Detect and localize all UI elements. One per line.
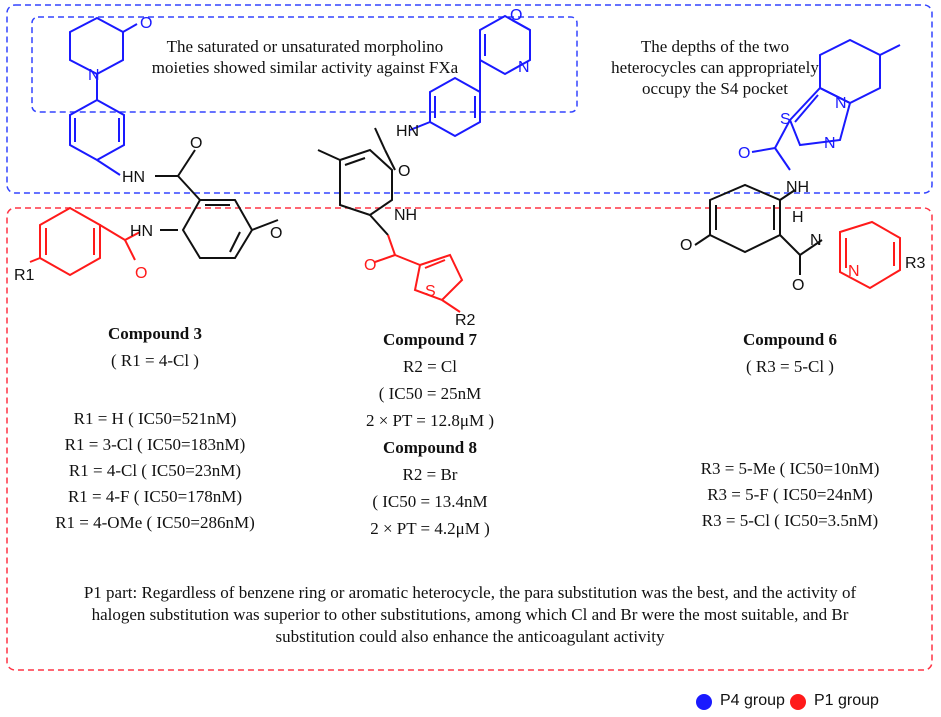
- atom-n: N: [518, 59, 530, 76]
- atom-hn: HN: [396, 123, 419, 140]
- compound3-row: R1 = 4-OMe ( IC50=286nM): [55, 513, 255, 532]
- atom-o: O: [398, 163, 410, 180]
- atom-o: O: [364, 257, 376, 274]
- atom-hn: HN: [122, 169, 145, 186]
- atom-h: H: [792, 209, 804, 226]
- atom-n: N: [810, 232, 822, 249]
- compound7-title: Compound 7: [382, 330, 477, 349]
- atom-n: N: [824, 135, 836, 152]
- compound6-structure: [694, 38, 901, 290]
- legend-dot-p1: [790, 694, 806, 710]
- compound3-condition: ( R1 = 4-Cl ): [111, 351, 199, 370]
- compound7-block: Compound 7 R2 = Cl ( IC50 = 25nM 2 × PT …: [330, 326, 530, 542]
- atom-nh: NH: [394, 207, 417, 224]
- compound3-row: R1 = 3-Cl ( IC50=183nM): [64, 435, 246, 454]
- compound3-row: R1 = H ( IC50=521nM): [73, 409, 237, 428]
- atom-o: O: [738, 145, 750, 162]
- atom-o: O: [140, 15, 152, 32]
- compound3-row: R1 = 4-Cl ( IC50=23nM): [68, 461, 242, 480]
- compound7-structure: [317, 14, 531, 313]
- compound8-line: 2 × PT = 4.2μM ): [370, 519, 490, 538]
- p4-note-left: The saturated or unsaturated morpholino …: [151, 37, 459, 77]
- compound6-title: Compound 6: [742, 330, 837, 349]
- r2-label: R2: [455, 312, 476, 329]
- compound8-title: Compound 8: [382, 438, 477, 457]
- atom-n: N: [835, 95, 847, 112]
- compound3-block: Compound 3 ( R1 = 4-Cl ): [40, 320, 270, 374]
- atom-s: S: [425, 283, 436, 300]
- p1-note: P1 part: Regardless of benzene ring or a…: [83, 583, 857, 646]
- r1-label: R1: [14, 267, 35, 284]
- p1-region-box: [6, 207, 933, 671]
- compound6-row: R3 = 5-F ( IC50=24nM): [707, 485, 873, 504]
- compound8-line: ( IC50 = 13.4nM: [372, 492, 488, 511]
- legend-label-p4: P4 group: [720, 692, 785, 709]
- atom-n: N: [848, 263, 860, 280]
- atom-n: N: [88, 67, 100, 84]
- compound7-line: 2 × PT = 12.8μM ): [365, 411, 495, 430]
- compound6-row: R3 = 5-Cl ( IC50=3.5nM): [701, 511, 879, 530]
- atom-o: O: [135, 265, 147, 282]
- compound3-title: Compound 3: [107, 324, 202, 343]
- atom-hn: HN: [130, 223, 153, 240]
- compound3-structure: [29, 16, 279, 277]
- compound7-line: ( IC50 = 25nM: [378, 384, 482, 403]
- compound6-condition: ( R3 = 5-Cl ): [746, 357, 834, 376]
- atom-nh: NH: [786, 179, 809, 196]
- compound6-block: Compound 6 ( R3 = 5-Cl ): [690, 326, 890, 380]
- p4-note-right: The depths of the two heterocycles can a…: [611, 37, 819, 98]
- compound3-row: R1 = 4-F ( IC50=178nM): [67, 487, 243, 506]
- atom-o: O: [792, 277, 804, 294]
- compound8-line: R2 = Br: [402, 465, 458, 484]
- compound6-list: R3 = 5-Me ( IC50=10nM) R3 = 5-F ( IC50=2…: [680, 456, 900, 534]
- atom-o: O: [190, 135, 202, 152]
- compound7-line: R2 = Cl: [403, 357, 457, 376]
- atom-o: O: [510, 7, 522, 24]
- legend-label-p1: P1 group: [814, 692, 879, 709]
- p4-note-box: [31, 16, 578, 113]
- compound3-list: R1 = H ( IC50=521nM) R1 = 3-Cl ( IC50=18…: [30, 406, 280, 536]
- atom-o: O: [680, 237, 692, 254]
- p4-region-box: [6, 4, 933, 194]
- legend-dot-p4: [696, 694, 712, 710]
- compound6-row: R3 = 5-Me ( IC50=10nM): [700, 459, 880, 478]
- atom-s: S: [780, 111, 791, 128]
- r3-label: R3: [905, 255, 926, 272]
- atom-o: O: [270, 225, 282, 242]
